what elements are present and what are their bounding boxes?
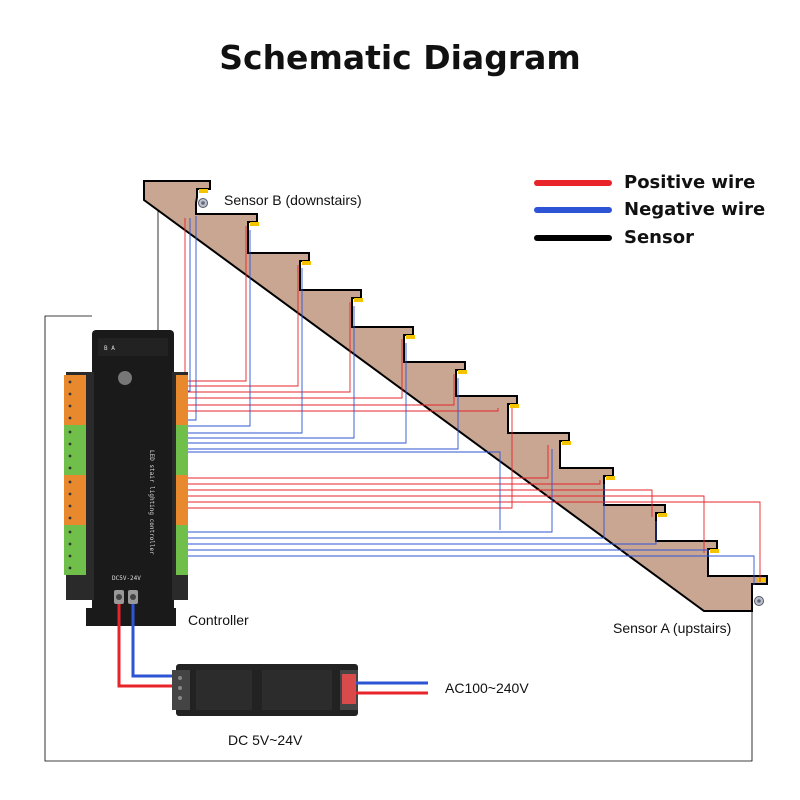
legend-sensor-wire: Sensor <box>532 225 792 251</box>
led-strip <box>606 476 615 480</box>
positive-wire-swatch <box>534 180 612 186</box>
ac-input-label: AC100~240V <box>445 680 529 696</box>
led-strip <box>458 370 467 374</box>
power-supply-device <box>172 664 358 716</box>
terminal-block <box>176 525 188 575</box>
led-wires <box>180 216 761 585</box>
controller-device: B A LED stair lighting controller DC5V-2… <box>64 330 188 626</box>
led-strip <box>562 441 571 445</box>
legend-positive-wire: Positive wire <box>532 170 792 196</box>
controller-label: Controller <box>188 612 249 628</box>
controller-positive-wire <box>117 604 174 688</box>
led-strip <box>710 549 719 553</box>
sensor-a-cable <box>44 315 753 762</box>
svg-text:LED stair lighting controller: LED stair lighting controller <box>148 450 155 555</box>
led-strip <box>758 578 765 582</box>
controller-negative-wire <box>131 604 174 678</box>
led-strip <box>354 298 363 302</box>
led-strip <box>510 404 519 408</box>
terminal-block <box>64 475 86 525</box>
svg-text:B A: B A <box>104 345 115 352</box>
terminal-block <box>176 425 188 475</box>
led-strip <box>302 261 311 265</box>
button-icon <box>118 371 132 385</box>
led-strips <box>199 189 765 582</box>
sensor-wire-swatch <box>534 235 612 241</box>
sensor-b-label: Sensor B (downstairs) <box>224 192 362 208</box>
legend-label: Positive wire <box>624 172 756 193</box>
terminal-block <box>64 425 86 475</box>
svg-text:DC5V-24V: DC5V-24V <box>112 575 141 582</box>
terminal-block <box>64 375 86 425</box>
led-strip <box>658 513 667 517</box>
terminal-block <box>64 525 86 575</box>
terminal-block <box>176 475 188 525</box>
legend-negative-wire: Negative wire <box>532 197 792 223</box>
negative-wire-swatch <box>534 207 612 213</box>
dc-output-label: DC 5V~24V <box>228 732 303 748</box>
diagram-title: Schematic Diagram <box>219 38 581 77</box>
led-strip <box>199 189 208 193</box>
terminal-block <box>176 375 188 425</box>
legend-label: Sensor <box>624 227 694 248</box>
sensor-b-icon <box>198 198 208 208</box>
staircase <box>143 180 768 612</box>
sensor-a-label: Sensor A (upstairs) <box>613 620 732 636</box>
led-strip <box>250 222 259 226</box>
sensor-a-icon <box>754 596 764 606</box>
legend-label: Negative wire <box>624 199 766 220</box>
led-strip <box>406 335 415 339</box>
